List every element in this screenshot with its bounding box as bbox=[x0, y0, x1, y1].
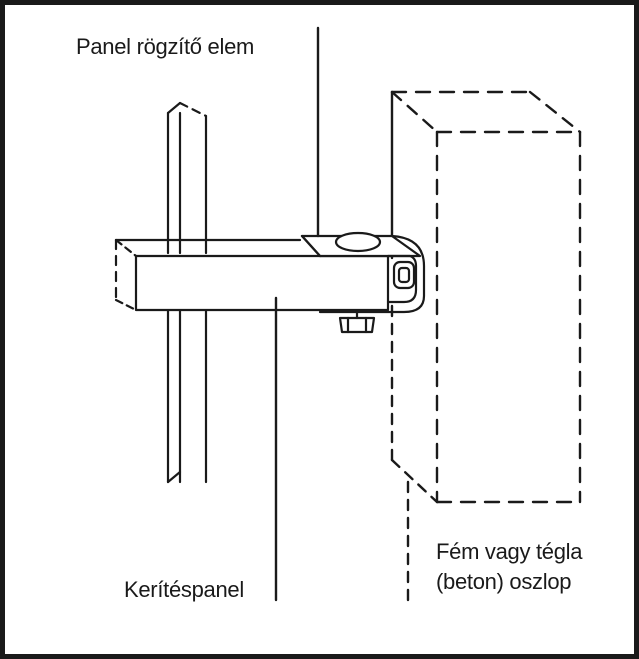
fence-panel-label: Kerítéspanel bbox=[124, 577, 244, 602]
post-label: Fém vagy tégla (beton) oszlop bbox=[436, 537, 583, 597]
post-outline bbox=[390, 90, 582, 504]
panel-bracket bbox=[300, 231, 426, 334]
fastener-label: Panel rögzítő elem bbox=[76, 34, 255, 59]
vertical-rail bbox=[166, 101, 208, 484]
post-label-line1: Fém vagy tégla bbox=[436, 539, 583, 564]
post-label-line2: (beton) oszlop bbox=[436, 569, 572, 594]
horizontal-rail bbox=[114, 238, 390, 312]
